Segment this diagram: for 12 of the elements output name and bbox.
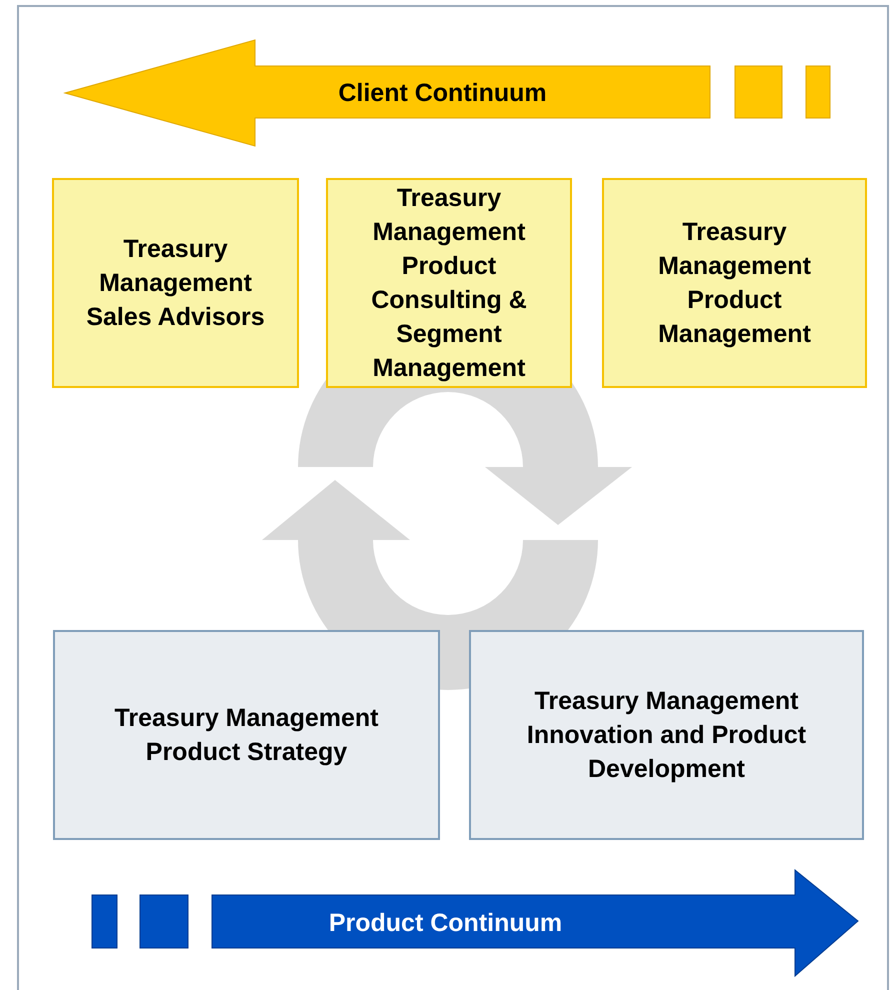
role-title: Treasury Management Product Consulting & Segment Management bbox=[370, 183, 528, 384]
role-box bbox=[53, 630, 440, 840]
role-box bbox=[52, 178, 299, 388]
role-title: Treasury Management Product Management bbox=[657, 217, 812, 350]
banner-label: Client Continuum bbox=[338, 78, 547, 109]
role-title: Treasury Management Sales Advisors bbox=[85, 234, 266, 333]
role-box bbox=[326, 178, 572, 388]
role-title: Treasury Management Innovation and Product Development bbox=[526, 686, 808, 785]
role-box bbox=[469, 630, 864, 840]
banner-label: Product Continuum bbox=[328, 908, 562, 939]
role-box bbox=[602, 178, 867, 388]
role-title: Treasury Management Product Strategy bbox=[114, 703, 380, 768]
